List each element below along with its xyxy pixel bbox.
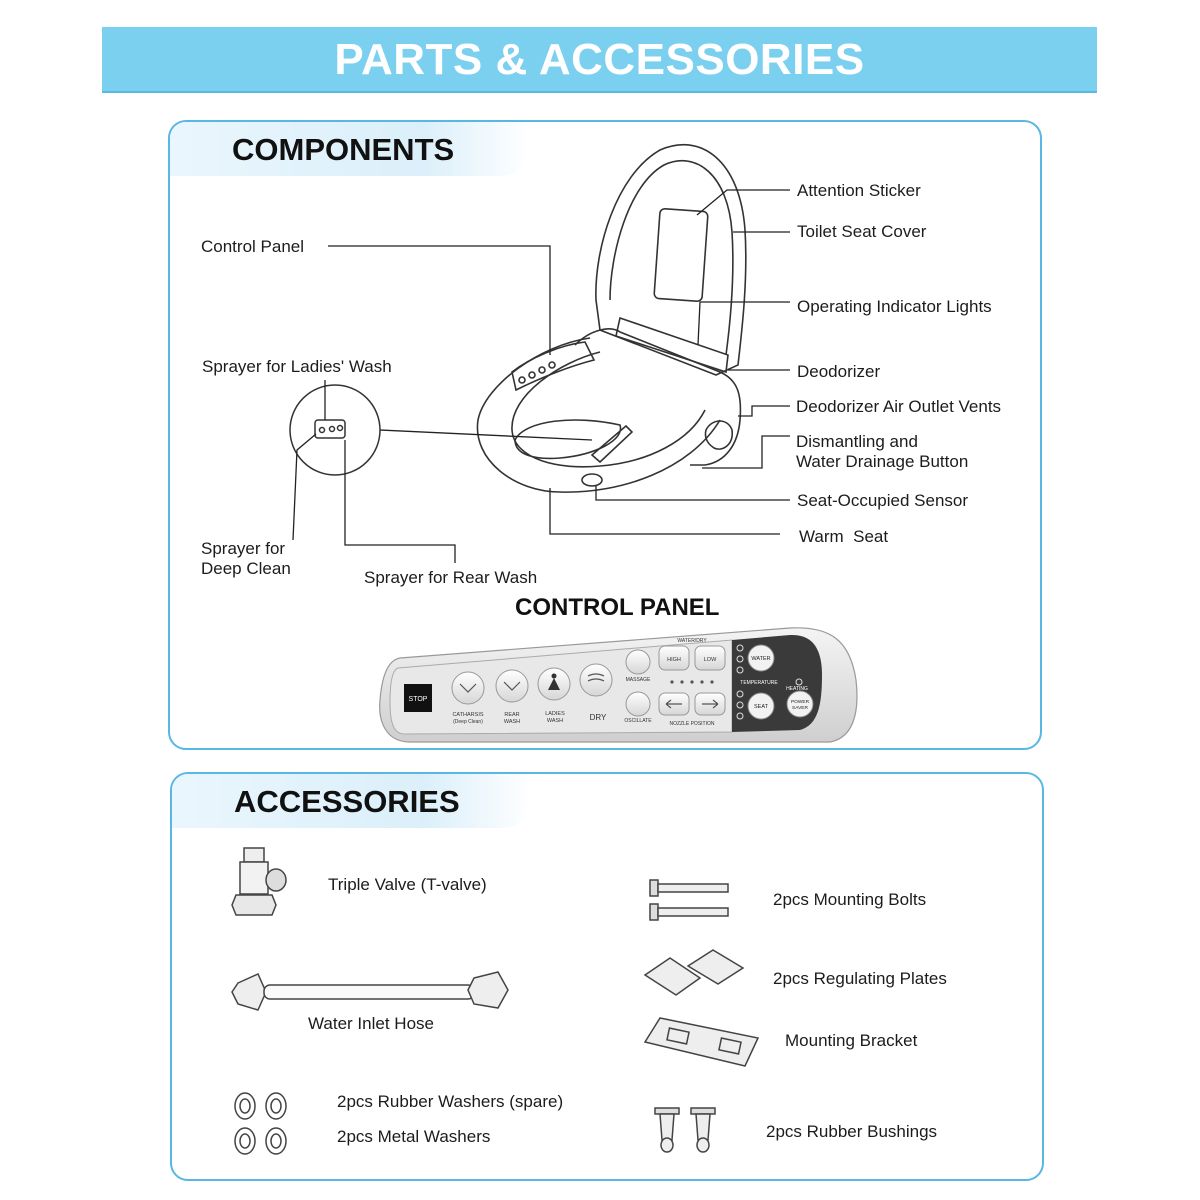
rubber-bushings-image	[654, 1107, 716, 1153]
catharsis-label: CATHARSIS	[452, 712, 483, 718]
triple-valve-image	[231, 847, 287, 916]
water-inlet-hose-image	[231, 971, 509, 1011]
leader-dismantling	[702, 435, 790, 469]
power-label: POWER	[791, 699, 810, 705]
seat-button	[747, 692, 775, 720]
label-operating-indicator-lights: Operating Indicator Lights	[797, 297, 992, 316]
leader-deep-clean	[292, 433, 317, 541]
label-deodorizer-air-outlet-vents: Deodorizer Air Outlet Vents	[796, 397, 1002, 416]
side-knob	[704, 420, 733, 450]
rubber-washers-image	[234, 1092, 287, 1120]
label-rubber-bushings: 2pcs Rubber Bushings	[766, 1122, 938, 1141]
label-control-panel: Control Panel	[201, 237, 305, 256]
label-sprayer-deep-clean: Sprayer for Deep Clean	[201, 539, 291, 579]
low-label: LOW	[704, 657, 717, 663]
leader-sensor	[595, 486, 790, 501]
rear-wash-button	[495, 669, 529, 703]
label-water-inlet-hose: Water Inlet Hose	[308, 1014, 434, 1033]
massage-button	[625, 649, 651, 675]
label-toilet-seat-cover: Toilet Seat Cover	[797, 222, 927, 241]
seat-label: SEAT	[754, 704, 769, 710]
rear-label: REAR	[504, 712, 519, 718]
side-control-panel	[511, 341, 596, 392]
nozzle-position-label: NOZZLE POSITION	[669, 721, 714, 727]
base-housing	[574, 328, 742, 466]
saver-label: SAVER	[792, 705, 808, 711]
leader-indicator-lights	[697, 301, 790, 346]
label-seat-occupied-sensor: Seat-Occupied Sensor	[797, 491, 969, 510]
rear-wash-label: WASH	[504, 719, 520, 725]
label-deep-clean-line1: Sprayer for	[201, 539, 286, 558]
label-rubber-washers: 2pcs Rubber Washers (spare)	[337, 1092, 564, 1111]
oscillate-button	[625, 691, 651, 717]
accessories-title: ACCESSORIES	[234, 784, 460, 819]
leader-control-panel	[328, 245, 551, 355]
accessories-tab: ACCESSORIES	[172, 774, 532, 828]
attention-sticker-shape	[653, 207, 709, 303]
leader-attention-sticker	[696, 189, 790, 216]
label-warm-seat: Warm Seat	[799, 527, 889, 546]
label-deep-clean-line2: Deep Clean	[201, 559, 291, 578]
catharsis-sub-label: (Deep Clean)	[453, 719, 483, 725]
massage-label: MASSAGE	[626, 677, 651, 683]
label-sprayer-ladies-wash: Sprayer for Ladies' Wash	[202, 357, 392, 376]
label-mounting-bracket: Mounting Bracket	[785, 1031, 918, 1050]
label-triple-valve: Triple Valve (T-valve)	[328, 875, 487, 894]
stop-label: STOP	[409, 696, 428, 703]
seat-sensor	[581, 473, 603, 487]
water-button	[747, 644, 775, 672]
seat-opening	[514, 419, 622, 460]
label-sprayer-rear-wash: Sprayer for Rear Wash	[364, 568, 538, 587]
seat-lid-outline	[595, 144, 747, 376]
seat-ring-inner	[511, 351, 706, 468]
water-dry-label: WATER/DRY	[677, 638, 707, 644]
label-mounting-bolts: 2pcs Mounting Bolts	[773, 890, 927, 909]
label-regulating-plates: 2pcs Regulating Plates	[773, 969, 947, 988]
ladies-wash-label: WASH	[547, 718, 563, 724]
dry-label: DRY	[590, 713, 607, 722]
mounting-bracket-image	[643, 1017, 760, 1067]
nozzle-shape	[590, 424, 634, 464]
control-panel-title: CONTROL PANEL	[515, 594, 720, 621]
high-button	[658, 645, 690, 671]
catharsis-button	[451, 671, 485, 705]
metal-washers-image	[234, 1127, 287, 1155]
oscillate-label: OSCILLATE	[624, 718, 652, 724]
low-button	[694, 645, 726, 671]
header-banner: PARTS & ACCESSORIES	[102, 27, 1097, 93]
label-dismantling-line2: Water Drainage Button	[796, 452, 969, 471]
components-panel: COMPONENTS	[168, 120, 1042, 750]
leader-rear-detail	[379, 429, 593, 441]
label-metal-washers: 2pcs Metal Washers	[337, 1127, 491, 1146]
mounting-bolts-image	[649, 879, 729, 921]
components-tab: COMPONENTS	[170, 122, 530, 176]
stop-button	[404, 684, 432, 712]
temperature-label: TEMPERATURE	[740, 680, 778, 686]
high-label: HIGH	[667, 657, 681, 663]
page-title: PARTS & ACCESSORIES	[334, 35, 865, 84]
power-saver-button	[786, 690, 814, 718]
seat-lid-inner	[609, 159, 734, 356]
dry-button	[579, 663, 613, 697]
heating-label: HEATING	[786, 686, 808, 692]
accessories-panel: ACCESSORIES	[170, 772, 1044, 1181]
label-dismantling-button: Dismantling and Water Drainage Button	[796, 432, 968, 472]
leader-warm-seat	[549, 488, 780, 535]
regulating-plates-image	[643, 949, 745, 996]
label-deodorizer: Deodorizer	[797, 362, 881, 381]
leader-air-vents	[738, 405, 790, 417]
ladies-label: LADIES	[545, 711, 565, 717]
label-attention-sticker: Attention Sticker	[797, 181, 921, 200]
components-title: COMPONENTS	[232, 132, 455, 167]
water-label: WATER	[751, 656, 770, 662]
label-dismantling-line1: Dismantling and	[796, 432, 918, 451]
leader-rear-wash	[344, 440, 456, 563]
